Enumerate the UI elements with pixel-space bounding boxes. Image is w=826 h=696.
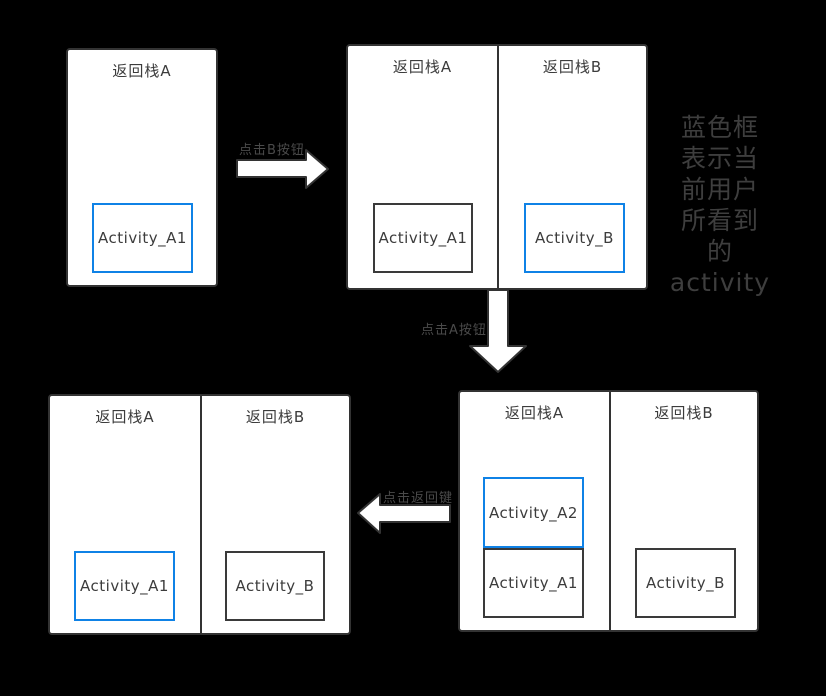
- note-line: 蓝色框: [680, 113, 759, 142]
- stack-title: 返回栈A: [112, 62, 172, 80]
- activity-label: Activity_A2: [489, 503, 578, 522]
- note-line: activity: [669, 268, 771, 297]
- panel-step4: 返回栈A 返回栈B Activity_A1 Activity_B: [48, 394, 351, 635]
- activity-box: Activity_A1: [483, 548, 584, 618]
- activity-label: Activity_A1: [489, 574, 578, 592]
- note-line: 所看到: [680, 206, 759, 235]
- note-line: 表示当: [680, 144, 759, 173]
- stack-title: 返回栈B: [542, 58, 603, 76]
- arrow-label-click-back: 点击返回键: [383, 491, 454, 506]
- activity-label: Activity_B: [235, 577, 315, 595]
- activity-label: Activity_B: [535, 229, 614, 247]
- activity-label: Activity_B: [646, 574, 725, 592]
- panel-step3: 返回栈A 返回栈B Activity_A2 Activity_A1 Activi…: [458, 390, 759, 632]
- activity-box-active: Activity_A2: [483, 477, 584, 548]
- stack-divider: [609, 392, 611, 630]
- panel-step2: 返回栈A 返回栈B Activity_A1 Activity_B: [346, 44, 648, 290]
- note-blue-frame-meaning: 蓝色框 表示当 前用户 所看到 的 activity: [660, 112, 780, 298]
- stack-divider: [497, 46, 499, 288]
- stack-title: 返回栈A: [392, 58, 453, 76]
- stack-title: 返回栈B: [245, 408, 306, 426]
- activity-box: Activity_B: [225, 551, 325, 621]
- stack-divider: [200, 396, 202, 633]
- activity-box: Activity_A1: [373, 203, 473, 273]
- activity-label: Activity_A1: [80, 577, 169, 595]
- activity-box: Activity_B: [635, 548, 736, 618]
- stack-title: 返回栈B: [654, 404, 714, 422]
- arrow-down-icon: [469, 289, 527, 373]
- activity-box-active: Activity_A1: [74, 551, 175, 621]
- activity-label: Activity_A1: [378, 229, 468, 247]
- note-line: 前用户: [680, 175, 759, 204]
- panel-step1: 返回栈A Activity_A1: [66, 48, 218, 287]
- arrow-left-icon: [357, 493, 451, 534]
- stack-title: 返回栈A: [504, 404, 565, 422]
- arrow-label-click-b: 点击B按钮: [239, 143, 305, 158]
- arrow-right-icon: [236, 149, 329, 189]
- stack-title: 返回栈A: [95, 408, 155, 426]
- activity-box-active: Activity_B: [524, 203, 625, 273]
- arrow-label-click-a: 点击A按钮: [421, 323, 487, 338]
- note-line: 的: [706, 237, 733, 266]
- activity-box-active: Activity_A1: [92, 203, 193, 273]
- activity-label: Activity_A1: [98, 229, 187, 247]
